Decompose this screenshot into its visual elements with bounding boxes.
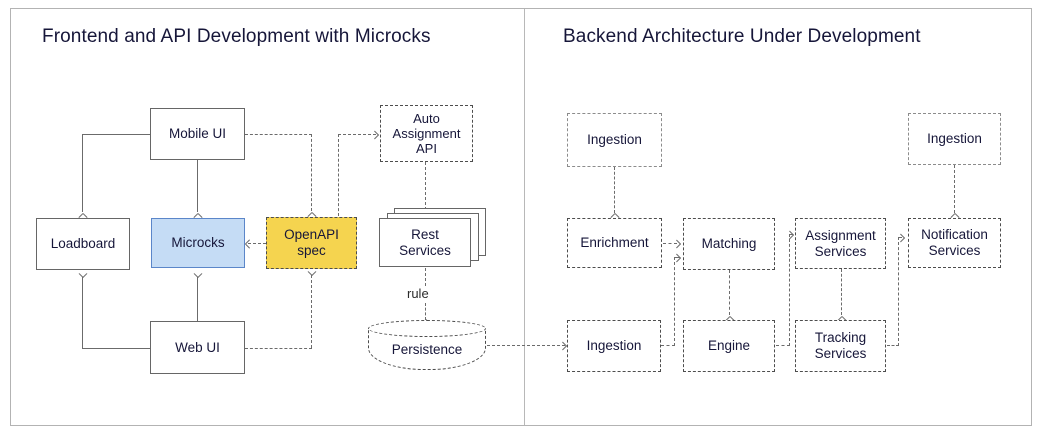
left-panel-title: Frontend and API Development with Microc… <box>42 26 431 47</box>
node-tracking-services[interactable]: Tracking Services <box>795 320 886 372</box>
node-ingestion-top-left-label: Ingestion <box>587 132 642 147</box>
node-notification-services[interactable]: Notification Services <box>908 218 1001 268</box>
node-notification-services-label-line1: Notification <box>921 227 988 242</box>
edge-persistence-to-ingestion <box>487 345 565 346</box>
edge-rest-to-persistence-a <box>425 268 426 286</box>
arrowhead-notification-left <box>898 233 907 242</box>
edge-enrichment-to-matching <box>663 243 677 244</box>
arrowhead-microcks-bottom <box>193 272 202 281</box>
edge-mobile-to-loadboard-h <box>82 134 151 135</box>
node-enrichment[interactable]: Enrichment <box>567 218 662 268</box>
edge-ingestion-to-notification <box>954 165 955 213</box>
edge-webui-to-openapi-v <box>311 275 312 348</box>
node-web-ui[interactable]: Web UI <box>150 321 245 374</box>
node-ingestion-bottom[interactable]: Ingestion <box>567 320 661 372</box>
node-auto-assignment-api[interactable]: Auto Assignment API <box>380 105 473 162</box>
node-web-ui-label: Web UI <box>175 339 220 355</box>
edge-engine-to-assignment-h <box>776 345 790 346</box>
arrowhead-openapi-bottom <box>307 270 316 279</box>
edge-label-rule: rule <box>405 286 431 301</box>
node-auto-assignment-api-label-line1: Auto <box>413 111 440 126</box>
node-tracking-services-label-line2: Services <box>814 346 867 361</box>
arrowhead-matching-left-upper <box>674 239 683 248</box>
edge-engine-to-assignment-v <box>789 234 790 346</box>
node-ingestion-top-right-label: Ingestion <box>927 131 982 146</box>
node-persistence-label: Persistence <box>391 342 463 357</box>
node-engine-label: Engine <box>707 338 751 353</box>
edge-rest-to-persistence-b <box>425 303 426 320</box>
node-assignment-services[interactable]: Assignment Services <box>795 218 886 269</box>
edge-ingestion-to-enrichment <box>614 167 615 213</box>
edge-matching-to-engine <box>729 270 730 315</box>
node-mobile-ui-label: Mobile UI <box>168 126 227 141</box>
edge-ingestion-bottom-h <box>661 345 675 346</box>
panel-divider <box>524 9 525 425</box>
edge-tracking-to-notification-h <box>887 345 899 346</box>
right-panel-title: Backend Architecture Under Development <box>563 26 921 47</box>
node-openapi-spec[interactable]: OpenAPI spec <box>266 217 357 269</box>
edge-tracking-to-notification-v <box>898 237 899 346</box>
edge-webui-to-loadboard-h <box>82 348 151 349</box>
node-auto-assignment-api-label-line3: API <box>416 141 437 156</box>
node-enrichment-label: Enrichment <box>580 235 649 250</box>
edge-ingestion-bottom-v <box>674 257 675 346</box>
edge-autoapi-to-rest <box>425 162 426 215</box>
node-ingestion-top-left[interactable]: Ingestion <box>567 113 662 167</box>
edge-openapi-to-microcks <box>248 243 266 244</box>
node-auto-assignment-api-label-line2: Assignment <box>392 126 461 141</box>
node-mobile-ui[interactable]: Mobile UI <box>150 108 245 160</box>
node-tracking-services-label-line1: Tracking <box>814 330 867 345</box>
node-ingestion-top-right[interactable]: Ingestion <box>908 113 1001 165</box>
edge-mobile-to-loadboard-v <box>82 134 83 212</box>
node-notification-services-label-line2: Services <box>928 243 981 258</box>
node-rest-services[interactable]: Rest Services <box>379 218 471 267</box>
edge-openapi-to-autoapi-v <box>338 134 339 216</box>
edge-mobile-to-openapi-h <box>245 134 312 135</box>
node-engine[interactable]: Engine <box>683 320 775 372</box>
edge-webui-to-loadboard-v <box>82 277 83 348</box>
edge-webui-to-microcks <box>197 277 198 321</box>
node-matching[interactable]: Matching <box>683 218 775 270</box>
node-loadboard[interactable]: Loadboard <box>36 218 130 270</box>
node-microcks[interactable]: Microcks <box>151 218 245 268</box>
arrowhead-loadboard-bottom <box>78 272 87 281</box>
node-openapi-spec-label-line1: OpenAPI <box>284 227 339 242</box>
node-assignment-services-label-line2: Services <box>814 243 867 259</box>
node-loadboard-label: Loadboard <box>50 236 116 251</box>
node-microcks-label: Microcks <box>171 235 225 250</box>
node-persistence[interactable]: Persistence <box>368 320 486 370</box>
node-rest-services-label-line2: Services <box>399 242 451 258</box>
edge-assignment-to-tracking <box>841 269 842 315</box>
node-openapi-spec-label-line2: spec <box>297 243 326 258</box>
node-rest-services-label-line1: Rest <box>411 226 439 242</box>
persistence-cylinder-top <box>368 320 486 337</box>
edge-openapi-to-autoapi-h <box>338 134 376 135</box>
arrowhead-matching-left-lower <box>674 253 683 262</box>
node-ingestion-bottom-label: Ingestion <box>586 338 642 353</box>
edge-mobile-to-microcks <box>197 160 198 212</box>
edge-mobile-to-openapi-v <box>311 134 312 211</box>
node-matching-label: Matching <box>701 236 757 251</box>
node-assignment-services-label-line1: Assignment <box>805 227 876 243</box>
edge-webui-to-openapi-h <box>245 348 312 349</box>
